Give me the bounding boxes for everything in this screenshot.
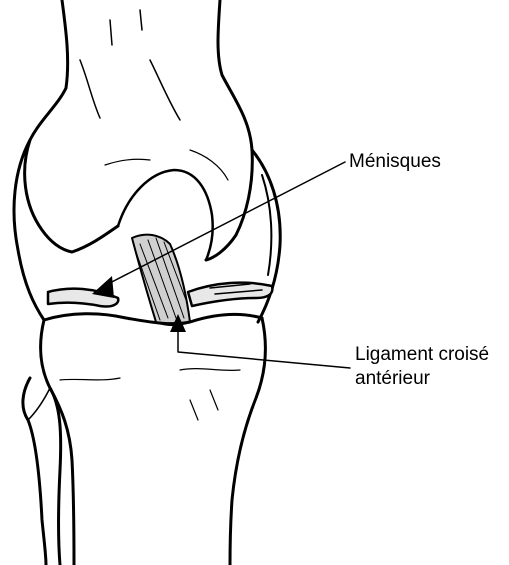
ligament-label-line1: Ligament croisé [355,343,509,367]
tibia [41,314,266,565]
menisques-label: Ménisques [349,150,441,174]
femur [25,0,253,260]
fibula [23,378,61,565]
ligament-label: Ligament croisé antérieur [355,343,509,391]
menisques-leader-line [104,162,345,286]
anterior-cruciate-ligament [132,235,190,325]
ligament-label-line2: antérieur [355,367,509,391]
